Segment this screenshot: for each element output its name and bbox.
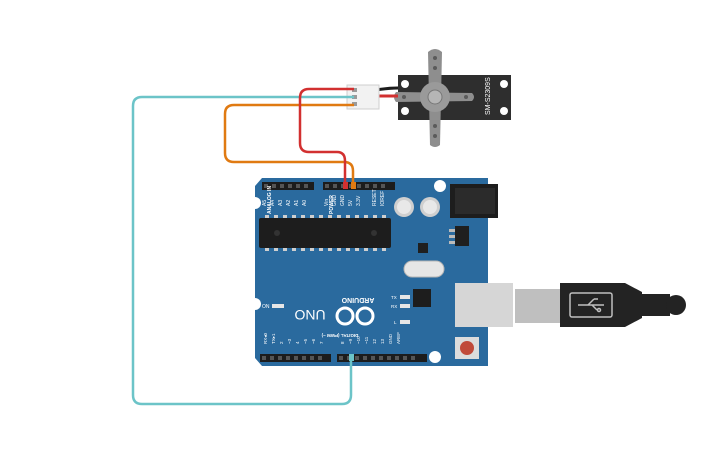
pin-label-a5: A5: [262, 200, 268, 206]
pin-label-gnd-digital: GND: [388, 333, 393, 344]
ground-wire-endpoint[interactable]: [343, 182, 348, 189]
pin-label-vin: Vin: [324, 199, 330, 206]
pin-label-5v: 5V: [348, 199, 354, 206]
pin-label-0: RX◂0: [263, 332, 268, 344]
reset-button[interactable]: [455, 337, 479, 359]
servo-mount-hole: [500, 107, 508, 115]
mounting-hole: [434, 180, 446, 192]
pin-label-reset: RESET: [372, 189, 378, 206]
servo-motor[interactable]: SM-S2309S: [346, 49, 511, 147]
usb-plug: [515, 289, 563, 323]
voltage-regulator: [449, 226, 469, 246]
mounting-hole: [249, 197, 261, 209]
power-label: POWER: [329, 195, 335, 214]
usb-strain-relief: [640, 294, 670, 316]
power-wire-endpoint[interactable]: [351, 182, 356, 189]
usb-cable[interactable]: [455, 283, 686, 327]
atmega-microcontroller: [259, 215, 391, 251]
analog-header[interactable]: [262, 182, 314, 190]
pin-label-ioref: IOREF: [380, 191, 386, 206]
capacitors: [394, 197, 440, 217]
servo-model-label: SM-S2309S: [485, 77, 492, 115]
pin-label-8: 8: [340, 341, 345, 344]
digital-label: DIGITAL (PWM ~): [321, 333, 358, 338]
on-led: [272, 304, 284, 308]
servo-mount-hole: [401, 80, 409, 88]
pin-label-4: 4: [295, 341, 300, 344]
pin-label-9: ~9: [348, 338, 353, 344]
pin-label-13: 13: [380, 338, 385, 344]
pin-label-gnd: GND: [332, 195, 338, 207]
analog-in-label: ANALOG IN: [267, 186, 273, 214]
servo-horn[interactable]: [394, 49, 474, 147]
dc-power-jack[interactable]: [450, 184, 498, 218]
pin-label-5: ~5: [303, 338, 308, 344]
mounting-hole: [249, 298, 261, 310]
board-name-label: UNO: [294, 307, 325, 323]
on-label: ON: [262, 304, 270, 310]
usb-controller-chip: [413, 289, 431, 307]
pin-label-12: 12: [372, 338, 377, 344]
arduino-uno-board[interactable]: ANALOG IN POWER A5 A4 A3 A2 A1 A0 Vin GN…: [249, 178, 498, 366]
pin-label-6: ~6: [311, 338, 316, 344]
power-wire[interactable]: [223, 103, 355, 186]
crystal-oscillator: [403, 260, 445, 278]
pin-label-a3: A3: [278, 200, 284, 206]
pin-label-aref: AREF: [396, 332, 401, 344]
pin-label-a1: A1: [294, 200, 300, 206]
pin-label-3v3: 3.3V: [356, 195, 362, 206]
pin-label-a2: A2: [286, 200, 292, 206]
arduino-logo: ARDUINO: [335, 296, 375, 326]
pin-label-gnd: GND: [340, 195, 346, 207]
pin-label-2: 2: [279, 341, 284, 344]
signal-wire-endpoint[interactable]: [349, 354, 354, 361]
pin-label-a0: A0: [302, 200, 308, 206]
l-label: L: [394, 320, 397, 325]
pin-label-3: ~3: [287, 338, 292, 344]
servo-mount-hole: [401, 107, 409, 115]
mounting-hole: [429, 351, 441, 363]
tx-label: TX: [391, 295, 397, 300]
tx-led: [400, 295, 410, 299]
signal-wire[interactable]: [131, 95, 354, 406]
rx-led: [400, 304, 410, 308]
usb-icon: [569, 292, 613, 318]
pin-label-7: 7: [319, 341, 324, 344]
ground-wire[interactable]: [298, 87, 354, 186]
rx-label: RX: [391, 304, 397, 309]
brand-label: ARDUINO: [341, 296, 374, 303]
pin-label-11: ~11: [364, 336, 369, 344]
pin-label-a4: A4: [270, 200, 276, 206]
pin-label-1: TX▸1: [271, 333, 276, 344]
small-ic: [418, 243, 428, 253]
usb-port: [455, 283, 513, 327]
pin-label-10: ~10: [356, 336, 361, 344]
servo-mount-hole: [500, 80, 508, 88]
power-header[interactable]: [323, 182, 395, 190]
l-led: [400, 320, 410, 324]
digital-header[interactable]: [260, 354, 427, 362]
usb-cable-end: [666, 295, 686, 315]
